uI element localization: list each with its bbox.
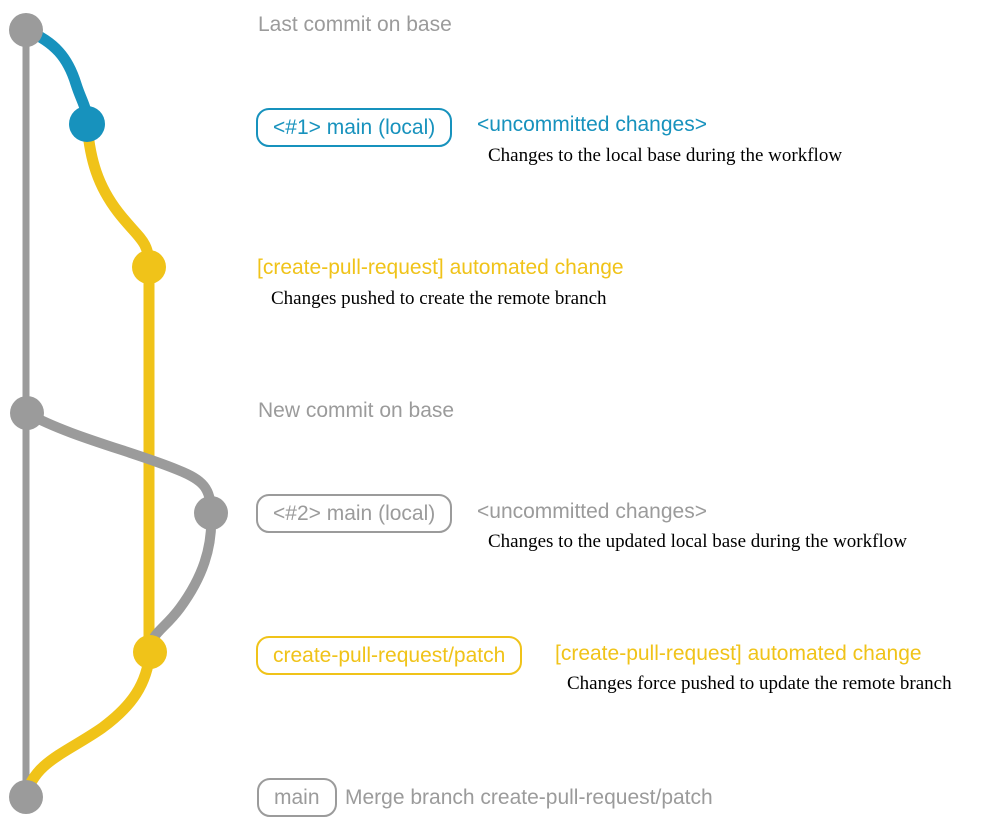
badge-create-pull-request-patch: create-pull-request/patch [256,636,523,676]
commit-node-remote-1 [132,250,166,284]
rebase-curve [145,508,217,657]
commit-node-main-local-2 [194,496,228,530]
uncommitted-changes-1: <uncommitted changes> [477,113,707,136]
remote-branch-curve [81,118,155,658]
note-local-base-changes-2: Changes to the updated local base during… [488,531,907,552]
last-commit-heading: Last commit on base [258,13,452,36]
commit-node-merge [9,780,43,814]
commit-title-automated-change-1: [create-pull-request] automated change [257,256,624,279]
git-graph [9,13,228,814]
note-local-base-changes-1: Changes to the local base during the wor… [488,145,843,166]
new-commit-heading: New commit on base [258,399,455,422]
badge-main: main [257,778,337,818]
commit-node-main-local-1 [69,106,105,142]
badge-main-local-1: <#1> main (local) [256,108,453,148]
commit-title-automated-change-2: [create-pull-request] automated change [555,642,922,665]
note-push-create-remote: Changes pushed to create the remote bran… [271,288,607,309]
merge-curve [20,646,156,802]
merge-commit-message: Merge branch create-pull-request/patch [345,786,713,809]
base-update-curve [22,408,216,518]
badge-main-local-2: <#2> main (local) [256,494,453,534]
commit-node-last-base [9,13,43,47]
commit-node-new-base [10,396,44,430]
note-force-push-update-remote: Changes force pushed to update the remot… [567,673,952,694]
uncommitted-changes-2: <uncommitted changes> [477,500,707,523]
commit-node-remote-2 [133,635,167,669]
